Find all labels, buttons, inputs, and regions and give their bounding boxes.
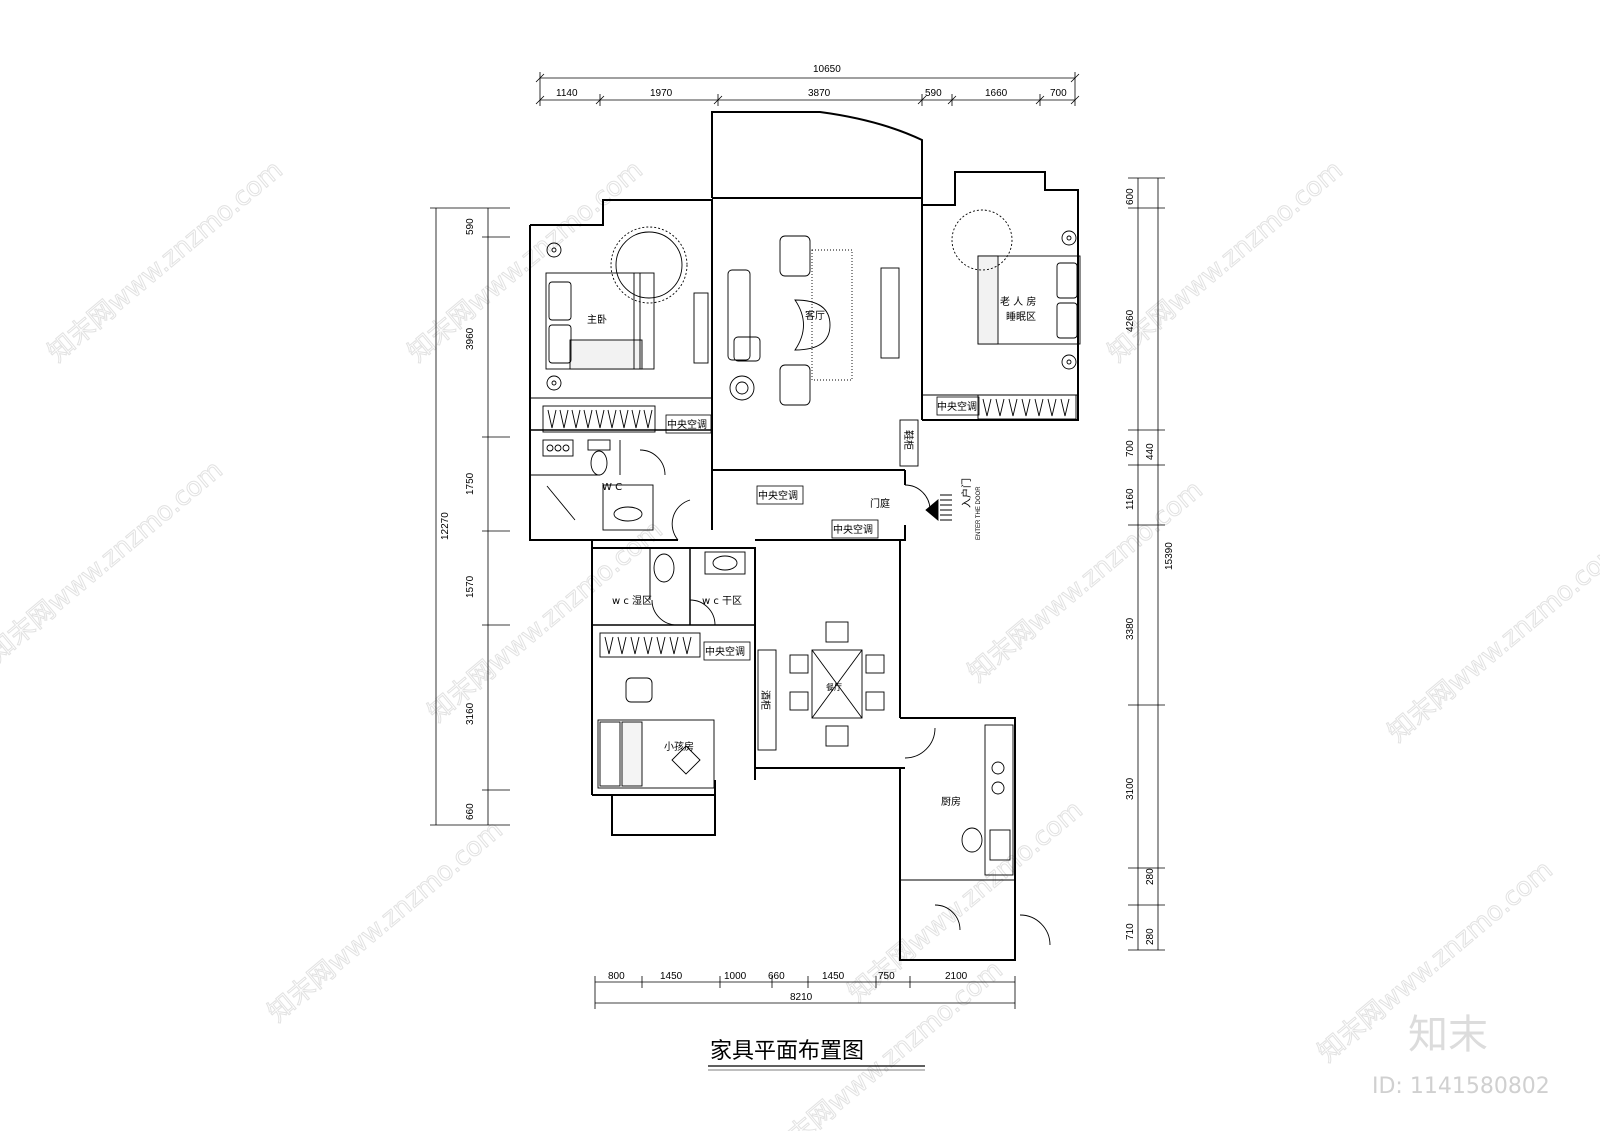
dim-top-3: 3870 [808, 88, 831, 99]
ac-label: 中央空调 [833, 523, 873, 536]
dim-right-total: 15390 [1164, 542, 1175, 570]
room-label-dining: 餐厅 [826, 683, 842, 692]
master-bed [545, 242, 655, 391]
room-label-wc: W C [602, 482, 622, 493]
watermark-diagonal: 知末网www.znzmo.com [1103, 155, 1349, 368]
master-wardrobe [542, 405, 656, 433]
watermark-layer: 知末网www.znzmo.com 知末网www.znzmo.com 知末网www… [0, 154, 1600, 1131]
room-label-shoe-cabinet: 鞋柜 [902, 430, 915, 450]
dimension-lines [430, 72, 1165, 1009]
dim-top-6: 700 [1050, 88, 1067, 99]
dim-right-3: 700 [1125, 440, 1136, 457]
dim-left-3: 1750 [465, 472, 476, 495]
furniture [542, 209, 1081, 946]
dim-bottom-5: 1450 [822, 971, 845, 982]
dim-left-6: 660 [465, 803, 476, 820]
dim-left-4: 1570 [465, 575, 476, 598]
room-label-entry-court: 门庭 [870, 497, 890, 510]
room-label-entry-door: 入户门 [960, 478, 973, 508]
dim-right-5: 3380 [1125, 617, 1136, 640]
dim-right-inner-1: 440 [1145, 443, 1156, 460]
dim-top-1: 1140 [556, 88, 578, 99]
dim-left-2: 3960 [465, 327, 476, 350]
ac-boxes [665, 396, 980, 661]
dim-right-7: 710 [1125, 923, 1136, 940]
room-label-enter-the-door: ENTER THE DOOR [976, 486, 982, 540]
dim-top-5: 1660 [985, 88, 1008, 99]
dim-bottom-7: 2100 [945, 971, 968, 982]
dim-bottom-total: 8210 [790, 992, 813, 1003]
dim-left-total: 12270 [440, 512, 451, 540]
kids-bed [597, 719, 715, 789]
dim-left-5: 3160 [465, 702, 476, 725]
room-label-wine-cabinet: 酒柜 [759, 690, 772, 710]
walls [529, 111, 1079, 961]
dim-left-1: 590 [465, 218, 476, 235]
ac-label: 中央空调 [937, 400, 977, 413]
living-sofa-set [727, 235, 853, 406]
room-label-wc-wet: w c 湿区 [612, 595, 652, 607]
dim-right-6: 3100 [1125, 777, 1136, 800]
drawing-title: 家具平面布置图 [710, 1039, 864, 1064]
dim-right-1: 600 [1125, 188, 1136, 205]
watermark-diagonal: 知末网www.znzmo.com [263, 815, 509, 1028]
dim-bottom-4: 660 [768, 971, 785, 982]
watermark-diagonal: 知末网www.znzmo.com [0, 455, 229, 668]
ac-label: 中央空调 [667, 418, 707, 431]
living-tv-cabinet [880, 267, 900, 359]
kids-chair [625, 677, 653, 703]
corridor-door-arc [671, 499, 691, 541]
elder-bed [951, 209, 1081, 370]
kitchen-counter [904, 724, 1051, 946]
wine-cabinet [757, 649, 777, 751]
dimension-texts: 10650 1140 1970 3870 590 1660 700 800 14… [440, 64, 1175, 1003]
dim-bottom-1: 800 [608, 971, 625, 982]
master-round-rug [610, 226, 688, 304]
watermark-diagonal: 知末网www.znzmo.com [403, 155, 649, 368]
watermark-diagonal: 知末网www.znzmo.com [43, 155, 289, 368]
dim-bottom-6: 750 [878, 971, 895, 982]
room-labels: 主卧 客厅 老 人 房 睡眠区 W C 门庭 入户门 ENTER THE DOO… [587, 295, 1036, 808]
ac-label: 中央空调 [705, 645, 745, 658]
master-tv-cabinet [693, 292, 709, 364]
dim-top-4: 590 [925, 88, 942, 99]
master-wc-fixtures [542, 439, 666, 531]
kids-wardrobe [599, 632, 701, 658]
room-label-kitchen: 厨房 [941, 795, 961, 808]
small-wc-fixtures [651, 551, 746, 626]
dim-right-4: 1160 [1125, 488, 1136, 510]
dim-top-total: 10650 [813, 64, 841, 75]
watermark-id: ID: 1141580802 [1372, 1074, 1550, 1099]
elder-wardrobe [977, 394, 1077, 420]
dim-right-2: 4260 [1125, 309, 1136, 332]
ac-label: 中央空调 [758, 489, 798, 502]
watermark-diagonal: 知末网www.znzmo.com [423, 515, 669, 728]
watermark-diagonal: 知末网www.znzmo.com [1383, 535, 1600, 748]
shoe-cabinet [899, 419, 919, 467]
room-label-master-bedroom: 主卧 [587, 313, 607, 326]
dim-bottom-3: 1000 [724, 971, 747, 982]
dim-right-inner-2: 280 [1145, 868, 1156, 885]
room-label-living-room: 客厅 [805, 309, 825, 322]
ac-labels: 中央空调 中央空调 中央空调 中央空调 中央空调 [667, 400, 977, 658]
room-label-kids-room: 小孩房 [664, 740, 694, 753]
watermark-logo: 知末 [1408, 1012, 1488, 1058]
room-label-sleep-area: 睡眠区 [1006, 310, 1036, 323]
dining-set [789, 621, 885, 747]
room-label-wc-dry: w c 干区 [702, 595, 742, 607]
dim-right-inner-3: 280 [1145, 928, 1156, 945]
watermark-diagonal: 知末网www.znzmo.com [963, 475, 1209, 688]
entry-arrow-icon [904, 484, 952, 521]
dim-bottom-2: 1450 [660, 971, 683, 982]
dim-top-2: 1970 [650, 88, 673, 99]
room-label-elder-room: 老 人 房 [1000, 295, 1036, 308]
